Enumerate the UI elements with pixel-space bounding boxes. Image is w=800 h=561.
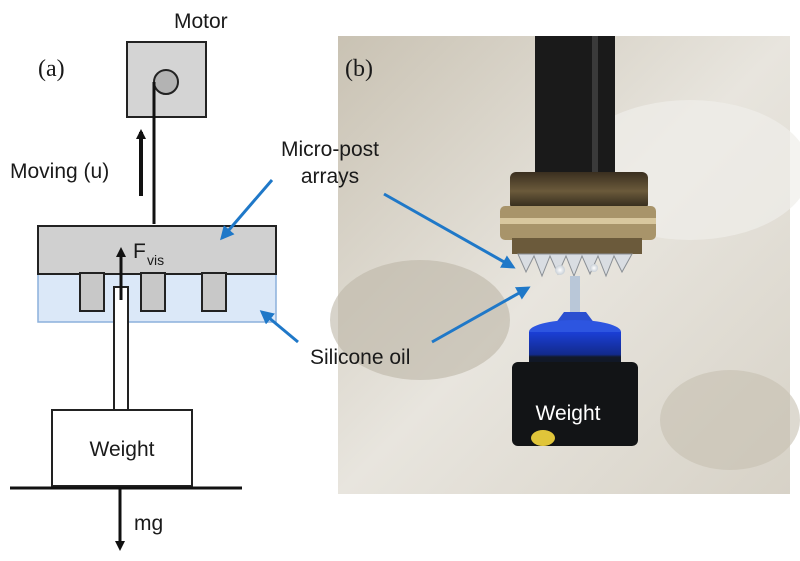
micro-post-label-line1: Micro-post: [281, 138, 379, 161]
silicone-oil-arrow-a: [259, 310, 299, 344]
micro-post: [140, 272, 166, 312]
top-plate: [37, 225, 277, 275]
gravity-label: mg: [134, 512, 163, 535]
photo-weight-label: Weight: [536, 402, 601, 425]
panel-a: (a) Motor Moving (u) F vis Weight mg: [10, 10, 277, 551]
neck: [570, 276, 580, 326]
panel-b-photo: Weight (b): [330, 36, 800, 494]
silicone-oil-arrow-b: [431, 286, 531, 344]
connecting-rod: [113, 286, 129, 412]
micro-post: [201, 272, 227, 312]
weight-cylinder: [512, 362, 638, 446]
reflection: [531, 430, 555, 446]
weight-label: Weight: [90, 438, 155, 461]
weight-box: [51, 409, 193, 487]
micro-post-label-line2: arrays: [301, 165, 359, 188]
motor-pulley: [153, 69, 179, 95]
micro-post-arrow-a: [220, 179, 274, 241]
annotations: Micro-post arrays Silicone oil: [220, 138, 531, 369]
micro-post: [79, 272, 105, 312]
panel-a-label: (a): [38, 56, 65, 82]
fvis-subscript: vis: [147, 252, 164, 268]
silicone-oil-label: Silicone oil: [310, 346, 410, 369]
motor-label: Motor: [174, 10, 228, 33]
shaft: [535, 36, 615, 176]
micro-post-arrays-photo: [517, 253, 633, 278]
fitting: [510, 172, 648, 210]
moving-label: Moving (u): [10, 160, 109, 183]
micro-post-arrow-b: [383, 192, 516, 269]
panel-b-label: (b): [345, 56, 373, 82]
fvis-label: F: [133, 240, 146, 263]
